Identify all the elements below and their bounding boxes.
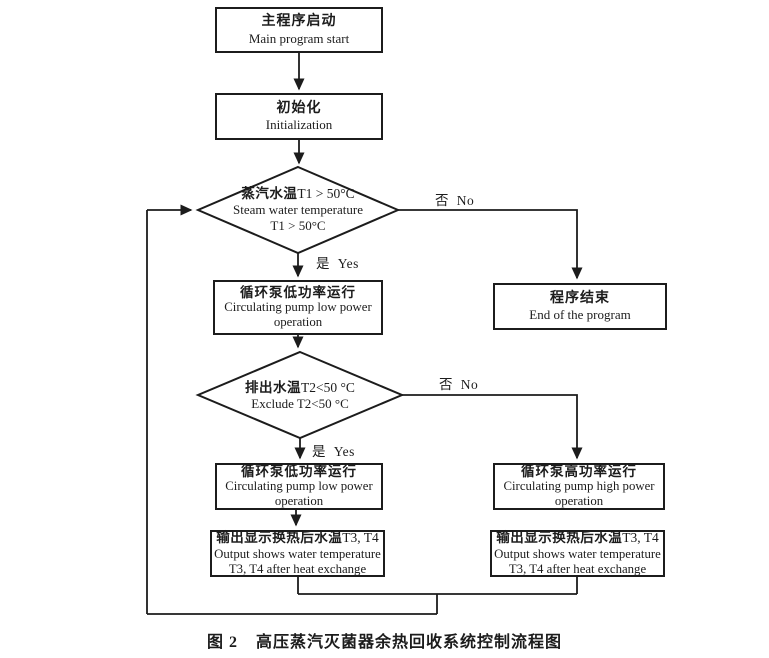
output-right-label-zh: 输出显示换热后水温T3, T4 bbox=[496, 530, 659, 546]
decision1-diamond bbox=[195, 165, 401, 255]
label-yes-2: 是 Yes bbox=[312, 444, 355, 459]
init-label-en: Initialization bbox=[265, 117, 333, 133]
decision1-line2: Steam water temperature bbox=[233, 202, 363, 218]
arrow-decision2-no bbox=[402, 394, 583, 460]
pump-high-label-en1: Circulating pump high power bbox=[503, 479, 655, 494]
flow-node-output-left: 输出显示换热后水温T3, T4 Output shows water tempe… bbox=[210, 530, 385, 577]
program-end-label-zh: 程序结束 bbox=[550, 290, 610, 306]
flow-node-start: 主程序启动 Main program start bbox=[215, 7, 383, 53]
decision-steam-temp-text: 蒸汽水温T1 > 50°C Steam water temperature T1… bbox=[198, 176, 398, 244]
output-left-label-en2: T3, T4 after heat exchange bbox=[228, 561, 367, 576]
decision2-diamond bbox=[195, 350, 405, 440]
pump-high-label-zh: 循环泵高功率运行 bbox=[521, 463, 637, 479]
decision-exhaust-temp-text: 排出水温T2<50 °C Exclude T2<50 °C bbox=[198, 377, 402, 415]
start-label-en: Main program start bbox=[248, 30, 350, 46]
pump-low-1-label-zh: 循环泵低功率运行 bbox=[240, 284, 356, 300]
output-left-label-zh: 输出显示换热后水温T3, T4 bbox=[216, 530, 379, 546]
pump-low-2-label-en1: Circulating pump low power bbox=[225, 479, 373, 494]
decision1-line1: 蒸汽水温T1 > 50°C bbox=[241, 186, 355, 202]
pump-high-label-en2: operation bbox=[554, 494, 604, 509]
decision1-line3: T1 > 50°C bbox=[270, 218, 326, 234]
flow-node-output-right: 输出显示换热后水温T3, T4 Output shows water tempe… bbox=[490, 530, 665, 577]
decision2-line1: 排出水温T2<50 °C bbox=[245, 379, 355, 395]
figure-caption: 图 2 高压蒸汽灭菌器余热回收系统控制流程图 bbox=[0, 628, 769, 652]
figure-caption-label: 图 2 bbox=[206, 634, 238, 651]
pump-low-1-label-en2: operation bbox=[273, 315, 323, 330]
program-end-label-en: End of the program bbox=[529, 307, 631, 323]
arrow-decision1-no bbox=[398, 209, 583, 280]
flow-node-pump-low-1: 循环泵低功率运行 Circulating pump low power oper… bbox=[213, 280, 383, 335]
flow-node-pump-high: 循环泵高功率运行 Circulating pump high power ope… bbox=[493, 463, 665, 510]
decision2-line2: Exclude T2<50 °C bbox=[251, 396, 349, 412]
label-no-2: 否 No bbox=[439, 377, 479, 392]
output-right-label-en2: T3, T4 after heat exchange bbox=[508, 561, 647, 576]
init-label-zh: 初始化 bbox=[276, 100, 322, 116]
pump-low-2-label-zh: 循环泵低功率运行 bbox=[241, 463, 357, 479]
flow-node-program-end: 程序结束 End of the program bbox=[493, 283, 667, 330]
pump-low-2-label-en2: operation bbox=[274, 494, 324, 509]
label-yes-1: 是 Yes bbox=[316, 256, 359, 271]
output-left-label-en1: Output shows water temperature bbox=[214, 546, 381, 561]
flow-node-init: 初始化 Initialization bbox=[215, 93, 383, 140]
pump-low-1-label-en1: Circulating pump low power bbox=[224, 300, 372, 315]
figure-caption-text: 高压蒸汽灭菌器余热回收系统控制流程图 bbox=[256, 634, 563, 651]
start-label-zh: 主程序启动 bbox=[261, 14, 337, 30]
output-right-label-en1: Output shows water temperature bbox=[494, 546, 661, 561]
label-no-1: 否 No bbox=[435, 193, 475, 208]
flow-node-pump-low-2: 循环泵低功率运行 Circulating pump low power oper… bbox=[215, 463, 383, 510]
